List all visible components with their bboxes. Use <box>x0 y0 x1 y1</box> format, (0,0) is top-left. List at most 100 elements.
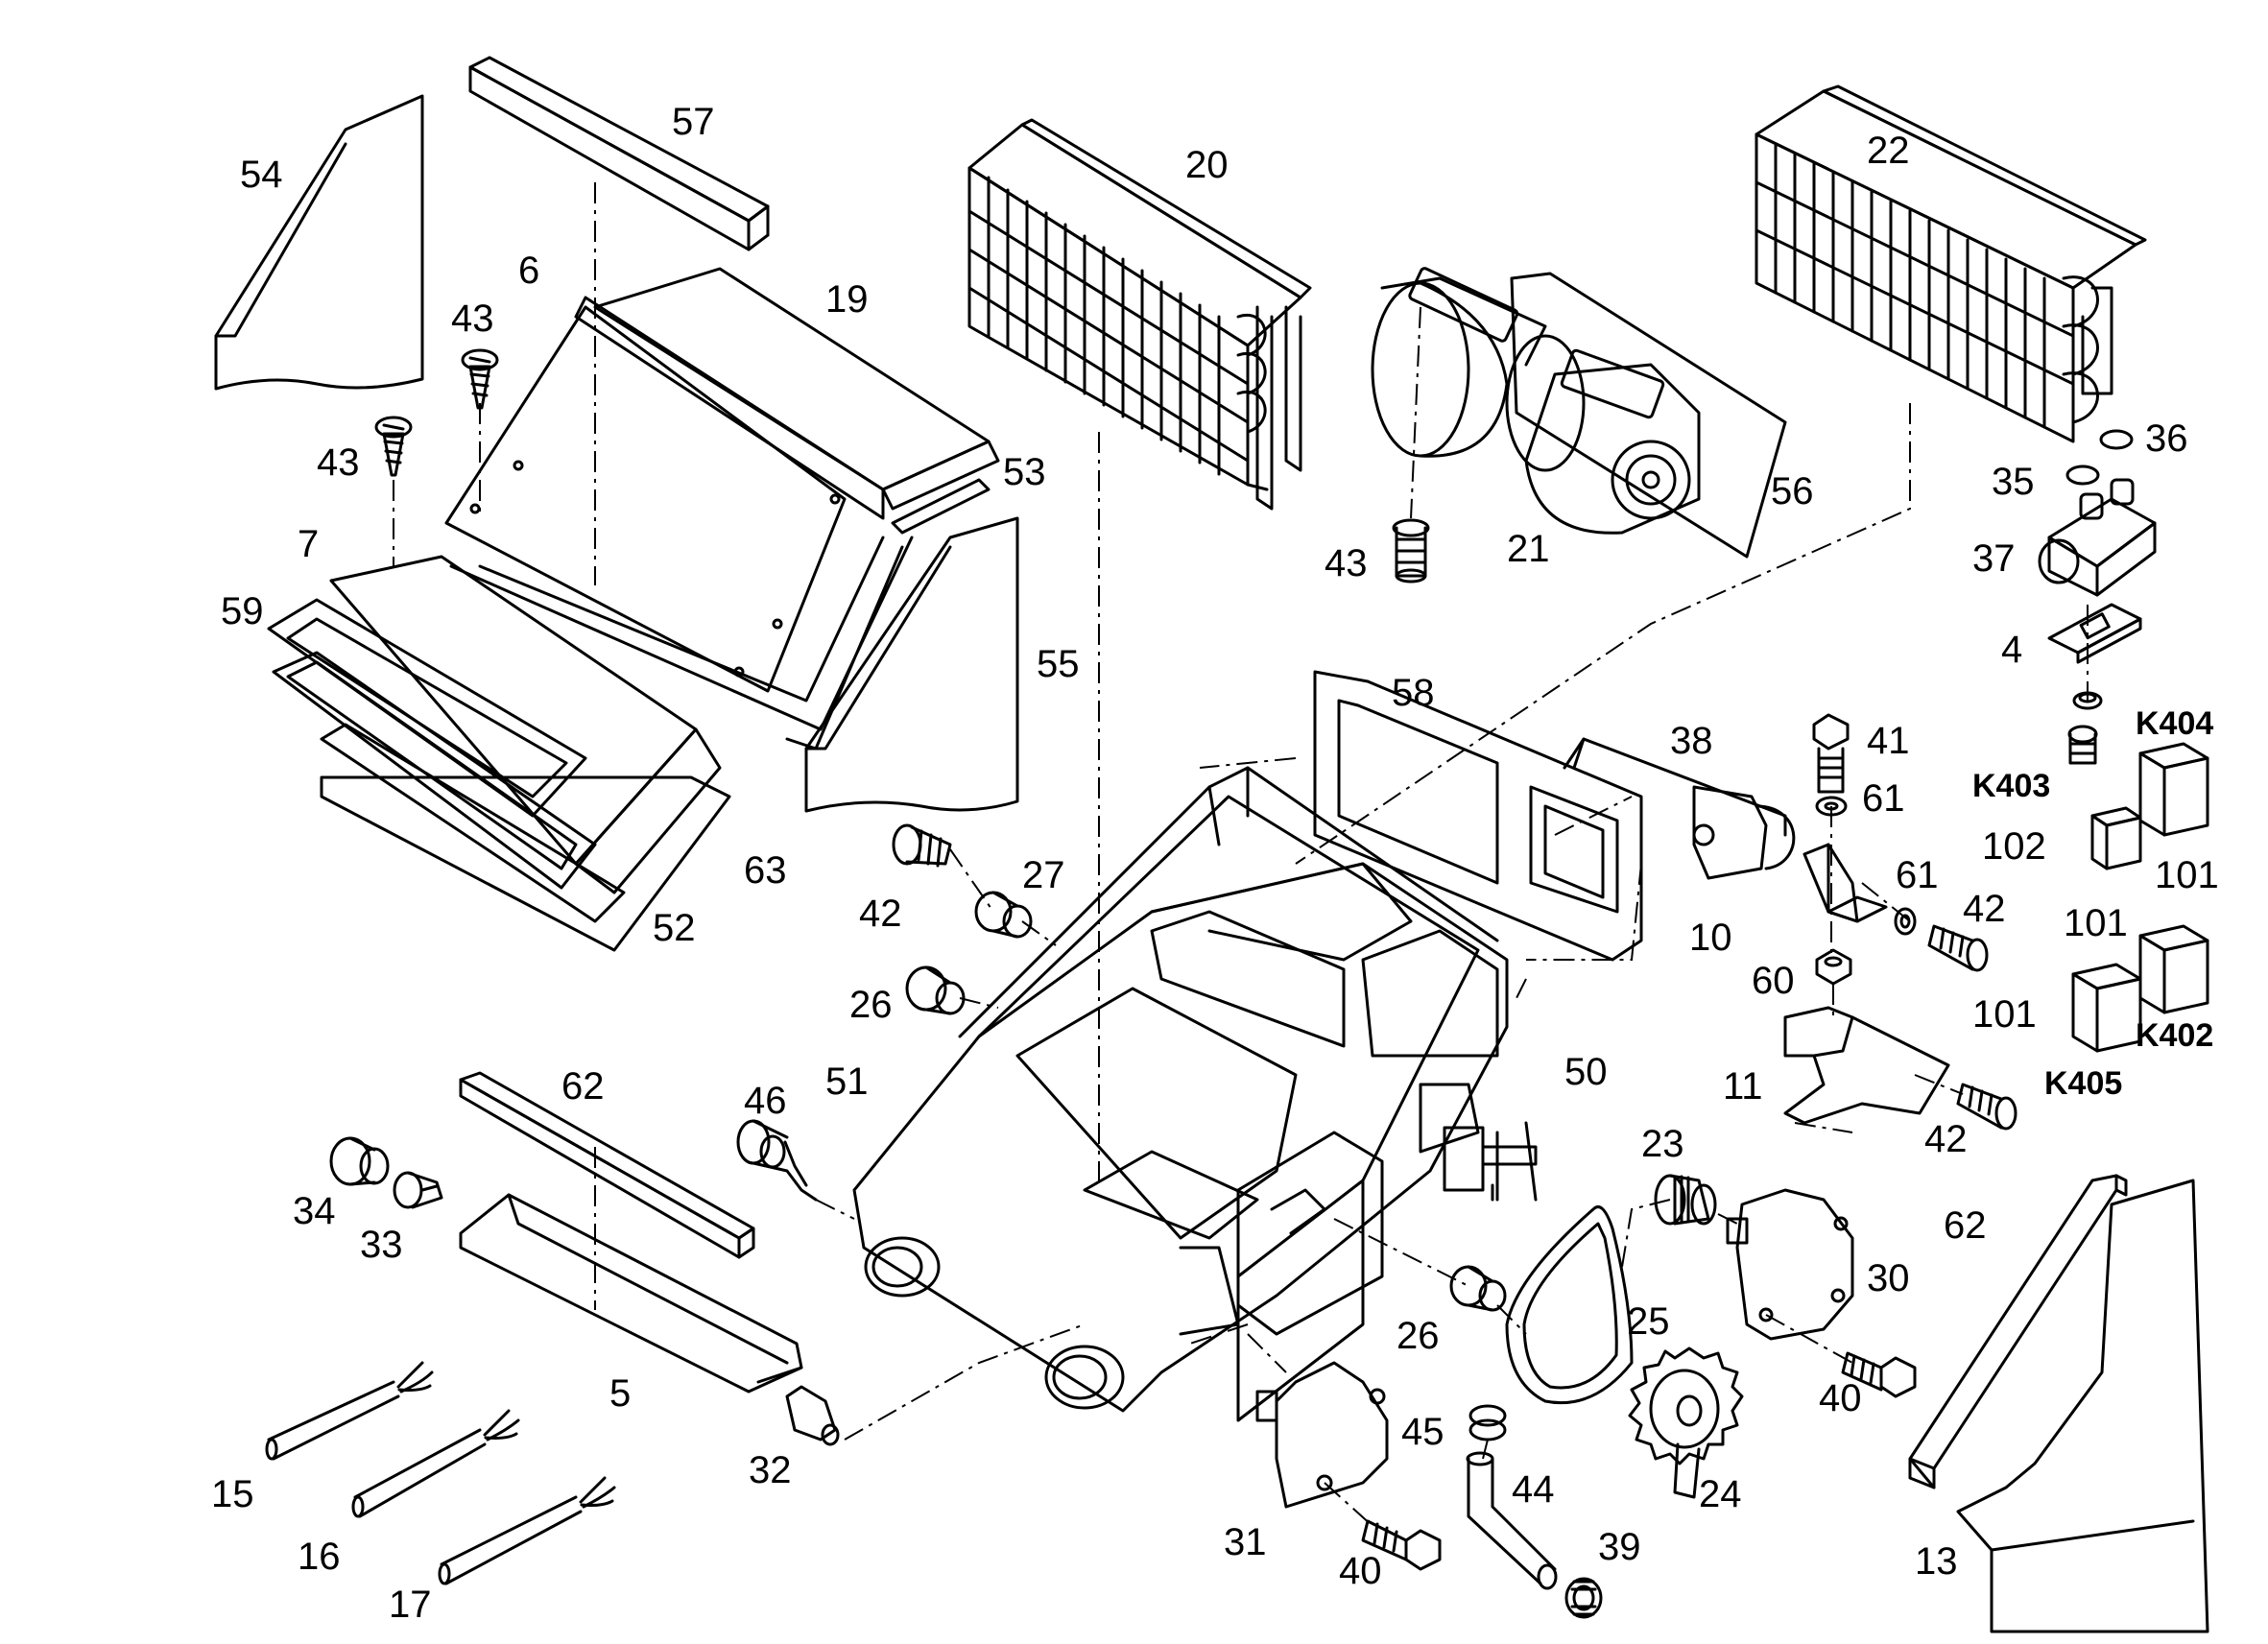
part-50-drain-fitting <box>1443 1126 1538 1202</box>
part-45-clamp <box>1468 1404 1507 1441</box>
callout-32: 32 <box>749 1449 792 1491</box>
part-52-lower-panel <box>320 775 731 952</box>
part-26-grommet-left <box>905 965 966 1015</box>
callout-30: 30 <box>1867 1257 1910 1299</box>
callout-101-top: 101 <box>2155 854 2219 896</box>
callout-101-mid: 101 <box>2064 902 2128 944</box>
callout-62-left: 62 <box>561 1065 605 1108</box>
callout-16: 16 <box>298 1536 341 1578</box>
callout-61-right: 61 <box>1896 854 1939 896</box>
part-59-grille-frame <box>267 598 626 923</box>
part-31-actuator <box>1255 1361 1389 1509</box>
callout-37: 37 <box>1972 537 2016 580</box>
part-60-nut <box>1815 948 1852 986</box>
part-38-switch <box>1563 737 1796 880</box>
part-36-oring <box>2099 429 2134 450</box>
callout-56: 56 <box>1771 470 1814 512</box>
callout-38: 38 <box>1670 720 1713 762</box>
callout-k404: K404 <box>2136 705 2213 742</box>
part-41-bolt <box>1812 713 1850 794</box>
part-13-side-panel <box>1956 1179 2209 1633</box>
part-21-blower <box>1371 267 1701 535</box>
part-26-grommet-right <box>1449 1265 1507 1312</box>
callout-43-blower: 43 <box>1325 542 1368 584</box>
callout-43-mid: 43 <box>451 298 494 340</box>
callout-labels: 54 57 6 43 43 19 53 7 59 63 52 20 55 43 … <box>211 101 2219 1626</box>
callout-22: 22 <box>1867 130 1910 172</box>
part-51-main-housing <box>852 766 1538 1422</box>
callout-6: 6 <box>518 250 539 292</box>
part-32-fitting <box>785 1385 840 1446</box>
part-40-bolt-bottom <box>1361 1519 1442 1571</box>
part-43-screw-left <box>374 416 413 477</box>
part-k402-relay <box>2138 924 2209 1014</box>
callout-60: 60 <box>1752 960 1795 1002</box>
part-7-front-panel <box>329 555 722 894</box>
part-35-oring <box>2065 465 2100 486</box>
part-25-belt <box>1505 1205 1634 1405</box>
callout-42-upper: 42 <box>1963 888 2006 930</box>
callout-63: 63 <box>744 849 787 892</box>
part-k404-relay <box>2138 742 2209 837</box>
part-5-angle <box>459 1193 803 1394</box>
part-15-cable <box>265 1361 434 1461</box>
part-58-gasket-frame <box>1313 670 1643 962</box>
part-62-right-bar <box>1908 1174 2128 1489</box>
callout-42-left: 42 <box>859 893 902 935</box>
callout-k402: K402 <box>2136 1017 2213 1054</box>
part-37-expansion-valve <box>2038 478 2157 597</box>
callout-53: 53 <box>1003 451 1046 493</box>
part-4-bracket <box>2047 603 2142 664</box>
callout-57: 57 <box>672 101 715 143</box>
callout-4: 4 <box>2001 629 2022 671</box>
callout-13: 13 <box>1915 1540 1958 1583</box>
callout-15: 15 <box>211 1473 254 1515</box>
part-43-bolt-blower <box>1392 518 1430 584</box>
callout-k405: K405 <box>2044 1065 2122 1102</box>
callout-23: 23 <box>1641 1123 1684 1165</box>
part-16-cable <box>351 1409 520 1518</box>
part-61-washer-right <box>1894 907 1917 936</box>
callout-50: 50 <box>1564 1051 1608 1093</box>
callout-44: 44 <box>1512 1468 1555 1511</box>
part-34-grommet <box>329 1136 390 1186</box>
part-17-cable <box>438 1476 616 1585</box>
callout-36: 36 <box>2145 417 2188 460</box>
callout-35: 35 <box>1992 461 2035 503</box>
callout-11: 11 <box>1723 1065 1763 1108</box>
callout-k403: K403 <box>1972 768 2050 804</box>
part-33-cap <box>393 1171 443 1209</box>
part-46-drain-valve <box>736 1119 818 1202</box>
callout-26-right: 26 <box>1397 1315 1440 1357</box>
callout-17: 17 <box>389 1584 432 1626</box>
part-56-mounting-plate <box>1510 272 1787 559</box>
part-23-pulley <box>1654 1174 1717 1226</box>
callout-58: 58 <box>1392 672 1435 714</box>
callout-40-bottom: 40 <box>1339 1550 1382 1592</box>
part-42-bolt-10 <box>1927 924 1989 972</box>
callout-24: 24 <box>1699 1473 1742 1515</box>
callout-59: 59 <box>221 590 264 632</box>
callout-21: 21 <box>1507 528 1550 570</box>
part-24-gear <box>1628 1346 1744 1499</box>
part-43-screw-mid <box>461 348 499 410</box>
part-30-motor <box>1726 1188 1854 1341</box>
callout-54: 54 <box>240 154 283 196</box>
callout-55: 55 <box>1037 643 1080 685</box>
part-27-grommet <box>974 891 1033 939</box>
part-10-bracket <box>1802 843 1888 923</box>
callout-102: 102 <box>1982 825 2046 868</box>
callout-101-bottom: 101 <box>1972 993 2037 1036</box>
part-k405-relay <box>2071 963 2142 1053</box>
callout-20: 20 <box>1185 144 1229 186</box>
part-19-top-cover <box>574 267 1000 520</box>
callout-61-top: 61 <box>1862 777 1905 820</box>
part-62-bar <box>459 1071 755 1259</box>
callout-5: 5 <box>609 1372 631 1415</box>
part-53-side-support <box>804 516 1019 813</box>
part-63-lower-frame <box>449 536 914 751</box>
callout-45: 45 <box>1401 1411 1444 1453</box>
callout-25: 25 <box>1627 1300 1670 1343</box>
part-11-mounting-bracket <box>1783 1006 1950 1125</box>
